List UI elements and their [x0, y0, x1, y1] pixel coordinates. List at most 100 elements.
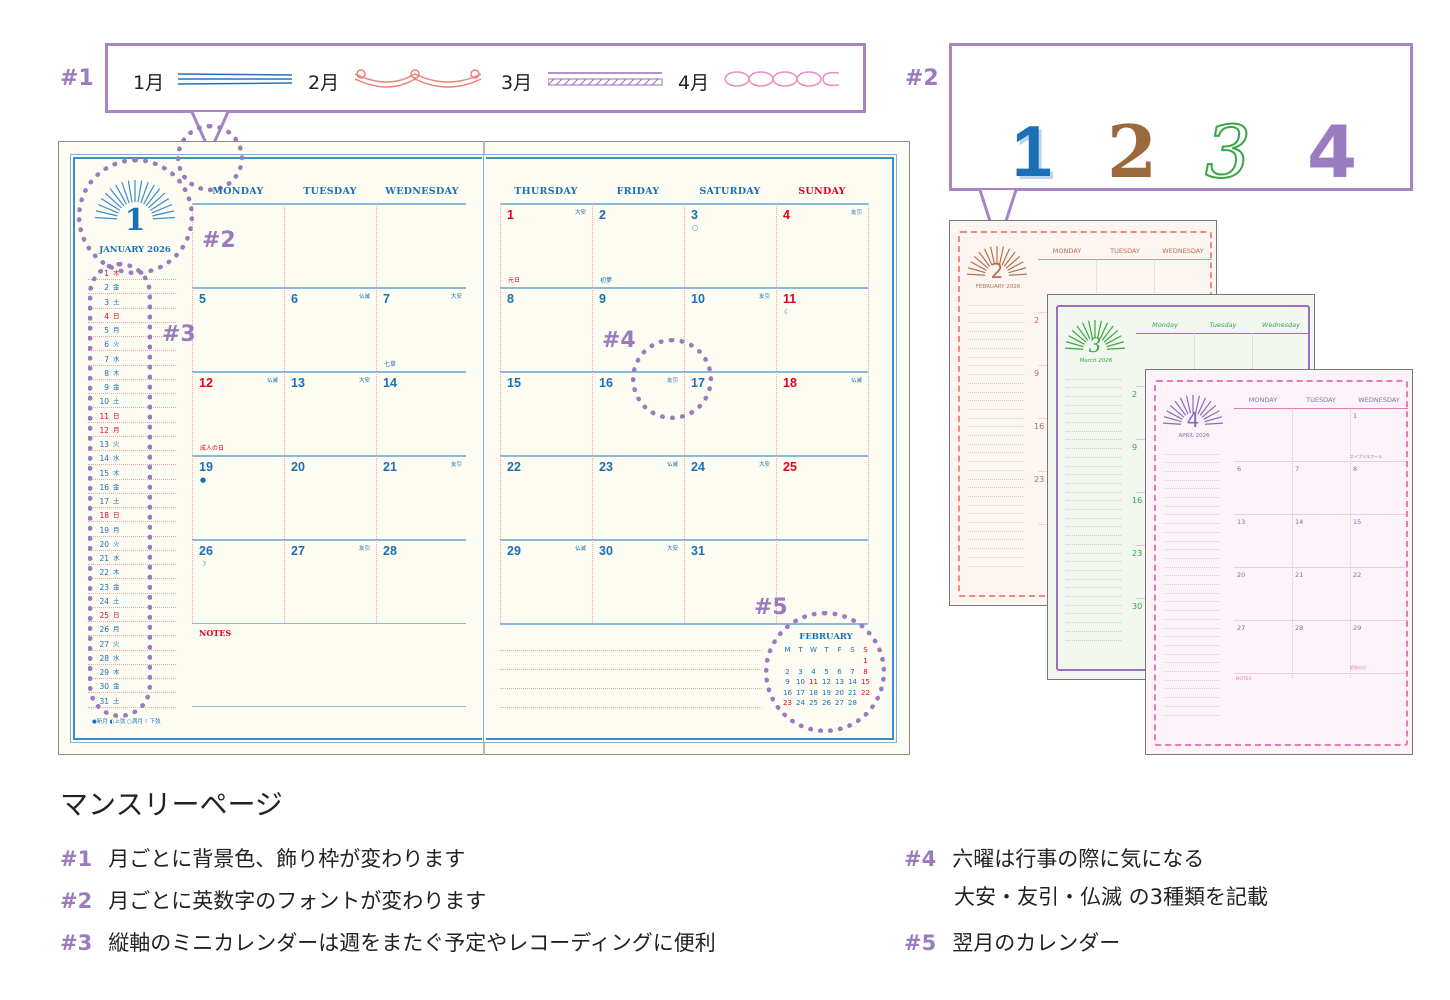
- mini-day-number: 29: [99, 668, 109, 677]
- day-cell[interactable]: 19●: [192, 455, 284, 539]
- day-number: 22: [507, 460, 521, 474]
- day-number: 8: [507, 292, 514, 306]
- mini-day-row: [1066, 615, 1121, 624]
- mini-day-row: [1066, 493, 1121, 502]
- sun-ray: [1003, 251, 1016, 267]
- day-cell[interactable]: 28: [376, 539, 468, 623]
- weekday-header: TUESDAY: [1306, 396, 1336, 404]
- annotation-tag-4: #4: [602, 328, 636, 353]
- mini-day-row: [1066, 388, 1121, 397]
- month-number-highlight: [77, 158, 194, 275]
- chain-frame-sample: [724, 71, 840, 87]
- notes-area[interactable]: [192, 623, 466, 707]
- mini-day-row: [968, 367, 1023, 376]
- day-cell[interactable]: 14: [376, 371, 468, 455]
- sun-ray: [967, 273, 986, 276]
- rokuyo-label: 友引: [850, 210, 862, 216]
- mini-weekday: 金: [113, 482, 120, 491]
- sun-ray: [1096, 320, 1102, 339]
- day-number: 2: [1034, 316, 1040, 325]
- day-cell[interactable]: 22: [500, 455, 592, 539]
- mini-day-row: [1164, 655, 1219, 664]
- mini-weekday: 日: [113, 311, 120, 320]
- month-year-label: March 2026: [1079, 358, 1113, 364]
- sun-ray: [1008, 267, 1027, 274]
- mini-day-number: 8: [104, 368, 109, 378]
- sun-ray: [967, 267, 986, 274]
- notes-label: NOTES: [199, 628, 232, 638]
- feature-tag: #5: [904, 931, 937, 955]
- weekday-header-monday: MONDAY: [212, 186, 264, 197]
- mini-day-number: 4: [104, 311, 109, 321]
- day-number: 27: [291, 544, 305, 558]
- day-number: 10: [691, 292, 705, 306]
- mini-day-row: [968, 454, 1023, 463]
- mini-day-number: 10: [99, 397, 109, 407]
- day-number: 27: [1237, 624, 1246, 632]
- day-cell[interactable]: 31: [684, 539, 776, 623]
- mini-day-row: [1164, 455, 1219, 464]
- mini-weekday: 水: [113, 554, 120, 562]
- grid-line: [500, 203, 501, 623]
- mini-day-row: [1066, 519, 1121, 528]
- mini-day-row: [968, 384, 1023, 393]
- mini-day-row: [1164, 568, 1219, 577]
- day-cell[interactable]: 20: [284, 455, 376, 539]
- mini-day-number: 15: [99, 468, 109, 478]
- sun-ray: [1186, 395, 1192, 414]
- day-cell[interactable]: 25: [776, 455, 868, 539]
- mini-weekday: 月: [113, 525, 120, 534]
- day-cell[interactable]: 5: [192, 287, 284, 371]
- font-sample-digit: 3: [1204, 110, 1252, 194]
- day-cell[interactable]: 11☾: [776, 287, 868, 371]
- day-number: 31: [691, 544, 705, 558]
- mini-day-row: [1066, 528, 1121, 537]
- sun-ray: [1005, 256, 1021, 269]
- notes-label: NOTES: [1236, 677, 1252, 682]
- rokuyo-label: 仏滅: [574, 546, 586, 552]
- grid-line: [192, 203, 193, 623]
- day-number: 2: [599, 208, 606, 222]
- mini-day-number: 20: [99, 539, 109, 549]
- mini-day-row: [1066, 580, 1121, 589]
- day-cell[interactable]: 8: [500, 287, 592, 371]
- month-number: 3: [1088, 333, 1102, 357]
- day-cell[interactable]: 26☽: [192, 539, 284, 623]
- mini-day-row: [968, 532, 1023, 541]
- day-cell[interactable]: 15: [500, 371, 592, 455]
- mini-day-row: [968, 332, 1023, 341]
- day-cell[interactable]: 3○: [684, 203, 776, 287]
- mini-day-row: [1066, 441, 1121, 450]
- day-number: 1: [507, 208, 514, 222]
- rokuyo-label: 仏滅: [666, 462, 678, 468]
- mini-day-number: 9: [104, 383, 109, 392]
- mini-day-row: [1066, 554, 1121, 563]
- grid-line: [1350, 408, 1351, 678]
- feature-text: 六曜は行事の際に気になる: [952, 847, 1205, 871]
- day-number: 28: [1295, 624, 1304, 632]
- day-cell[interactable]: 9: [592, 287, 684, 371]
- day-number: 24: [691, 460, 705, 474]
- grid-line: [284, 203, 285, 623]
- feature-tag: #4: [904, 847, 937, 871]
